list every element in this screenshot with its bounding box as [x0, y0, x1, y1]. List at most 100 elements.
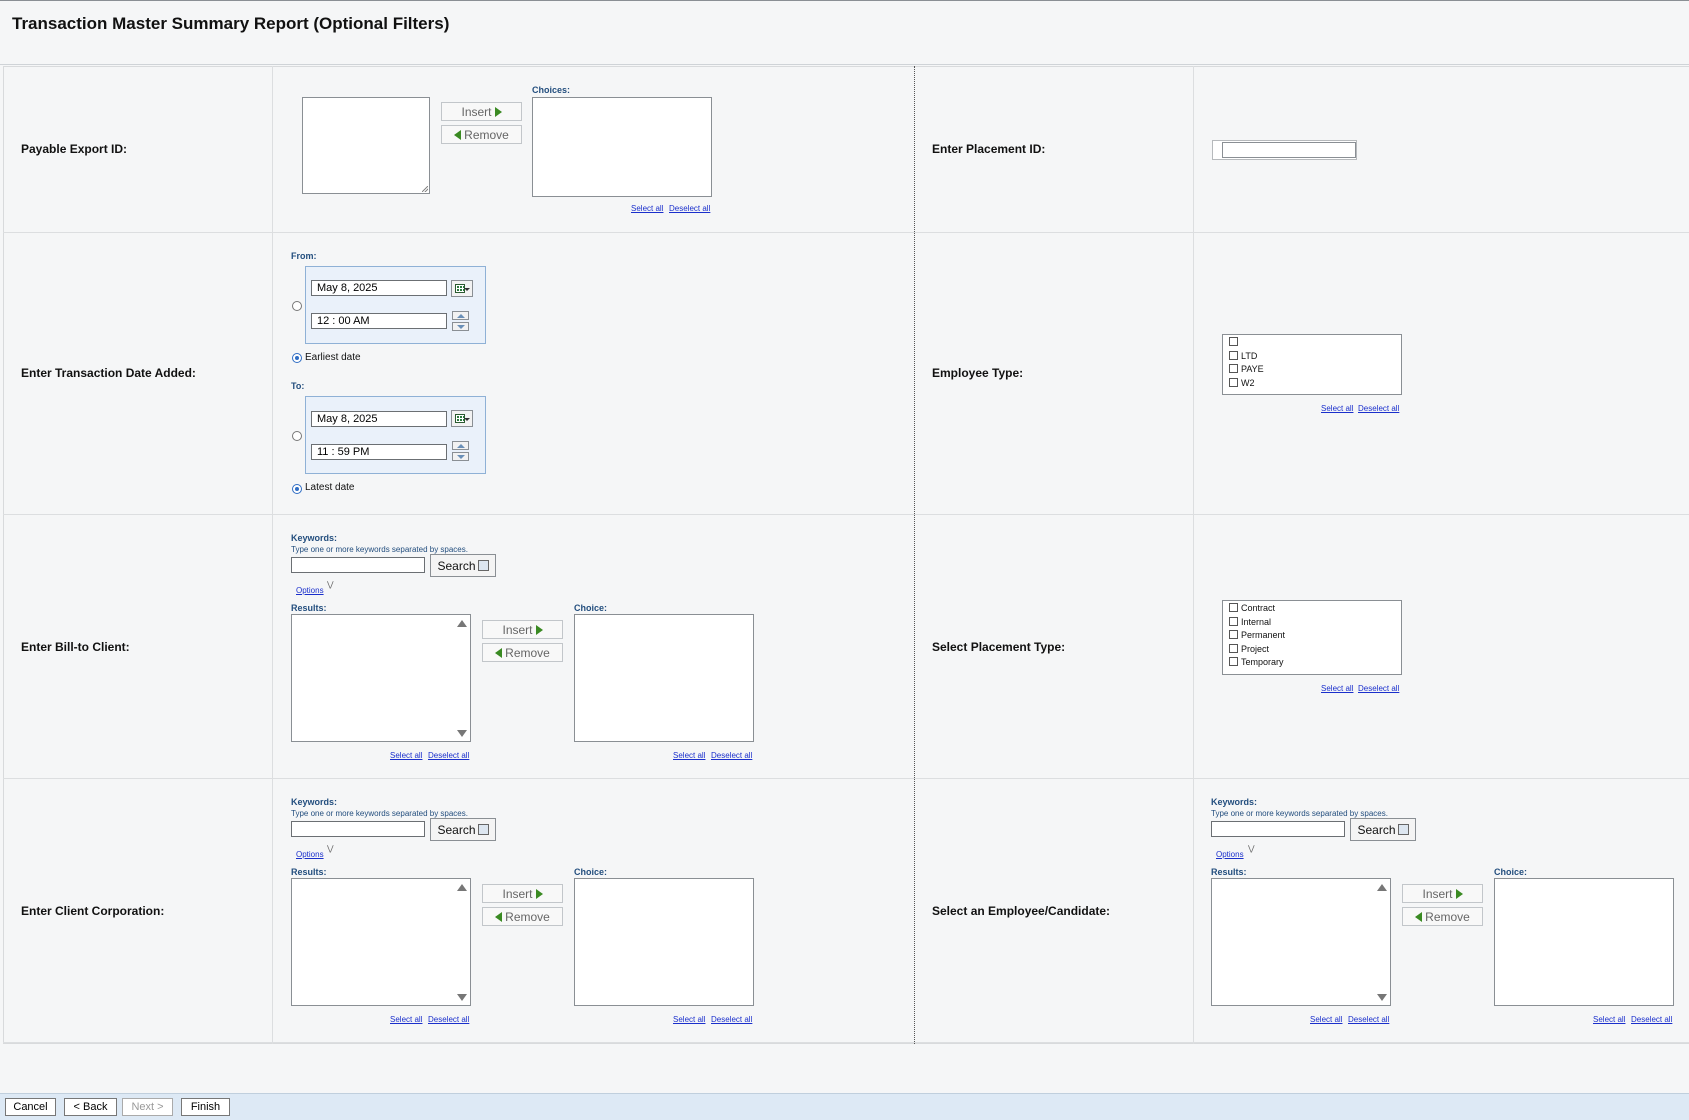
bill-to-options-link[interactable]: Options [296, 586, 324, 595]
placement-id-input[interactable] [1222, 142, 1356, 158]
bill-to-search-button[interactable]: Search [430, 554, 496, 577]
payable-export-select-all-link[interactable]: Select all [631, 204, 664, 213]
to-time-up[interactable] [452, 441, 469, 450]
checkbox[interactable] [1229, 350, 1238, 360]
to-date-radio[interactable] [292, 431, 302, 441]
bill-to-insert-button[interactable]: Insert [482, 620, 563, 639]
cancel-button[interactable]: Cancel [5, 1098, 56, 1116]
header-divider [0, 64, 1689, 65]
arrow-right-icon [535, 888, 543, 899]
payable-export-choices-list[interactable] [532, 97, 712, 197]
employee-type-label: Employee Type: [932, 366, 1024, 380]
chevron-down-icon [464, 288, 470, 291]
placement-type-deselect-all-link[interactable]: Deselect all [1358, 684, 1400, 693]
from-time-input[interactable]: 12 : 00 AM [311, 313, 447, 329]
latest-date-radio[interactable] [292, 484, 302, 494]
employee-options-link[interactable]: Options [1216, 850, 1244, 859]
resize-handle[interactable] [422, 186, 428, 192]
checkbox[interactable] [1229, 337, 1238, 346]
client-corp-results-list[interactable] [291, 878, 471, 1006]
from-time-down[interactable] [452, 322, 469, 331]
employee-choice-select-all-link[interactable]: Select all [1593, 1015, 1626, 1024]
client-corp-options-link[interactable]: Options [296, 850, 324, 859]
scroll-down-icon[interactable] [457, 994, 467, 1001]
employee-type-option[interactable]: W2 [1223, 377, 1401, 391]
to-date-input[interactable]: May 8, 2025 [311, 411, 447, 427]
checkbox[interactable] [1229, 364, 1238, 373]
bill-to-results-select-all-link[interactable]: Select all [390, 751, 423, 760]
employee-type-deselect-all-link[interactable]: Deselect all [1358, 404, 1400, 413]
remove-label: Remove [505, 909, 550, 924]
insert-label: Insert [1422, 886, 1453, 901]
bill-to-results-list[interactable] [291, 614, 471, 742]
option-label: Permanent [1241, 630, 1286, 640]
employee-type-option[interactable]: LTD [1223, 350, 1401, 364]
client-corp-results-deselect-all-link[interactable]: Deselect all [428, 1015, 470, 1024]
scroll-up-icon[interactable] [457, 620, 467, 627]
placement-type-option[interactable]: Temporary [1223, 656, 1401, 670]
double-chevron-down-icon: ⋁ [327, 844, 334, 853]
finish-button[interactable]: Finish [181, 1098, 230, 1116]
arrow-right-icon [494, 106, 502, 117]
scroll-up-icon[interactable] [457, 884, 467, 891]
checkbox[interactable] [1229, 616, 1238, 626]
payable-export-id-textarea[interactable] [302, 97, 430, 194]
client-corp-keywords-input[interactable] [291, 821, 425, 837]
checkbox[interactable] [1229, 603, 1238, 612]
employee-results-list[interactable] [1211, 878, 1391, 1006]
employee-search-button[interactable]: Search [1350, 818, 1416, 841]
back-button[interactable]: < Back [64, 1098, 117, 1116]
next-button[interactable]: Next > [122, 1098, 173, 1116]
payable-export-remove-button[interactable]: Remove [441, 125, 522, 144]
checkbox[interactable] [1229, 643, 1238, 653]
results-label: Results: [1211, 867, 1247, 877]
bill-to-choice-deselect-all-link[interactable]: Deselect all [711, 751, 753, 760]
checkbox[interactable] [1229, 657, 1238, 666]
scroll-down-icon[interactable] [1377, 994, 1387, 1001]
to-time-down[interactable] [452, 452, 469, 461]
from-date-radio[interactable] [292, 301, 302, 311]
client-corp-choice-list[interactable] [574, 878, 754, 1006]
arrow-right-icon [1455, 888, 1463, 899]
placement-type-option[interactable]: Project [1223, 643, 1401, 657]
checkbox[interactable] [1229, 630, 1238, 639]
payable-export-insert-button[interactable]: Insert [441, 102, 522, 121]
from-calendar-button[interactable] [451, 280, 473, 297]
from-date-input[interactable]: May 8, 2025 [311, 280, 447, 296]
earliest-date-radio[interactable] [292, 353, 302, 363]
client-corp-results-select-all-link[interactable]: Select all [390, 1015, 423, 1024]
employee-results-select-all-link[interactable]: Select all [1310, 1015, 1343, 1024]
client-corp-search-button[interactable]: Search [430, 818, 496, 841]
placement-type-option[interactable]: Permanent [1223, 629, 1401, 643]
client-corp-choice-select-all-link[interactable]: Select all [673, 1015, 706, 1024]
client-corp-remove-button[interactable]: Remove [482, 907, 563, 926]
from-time-up[interactable] [452, 311, 469, 320]
scroll-up-icon[interactable] [1377, 884, 1387, 891]
bill-to-remove-button[interactable]: Remove [482, 643, 563, 662]
bill-to-keywords-input[interactable] [291, 557, 425, 573]
bill-to-results-deselect-all-link[interactable]: Deselect all [428, 751, 470, 760]
checkbox[interactable] [1229, 377, 1238, 387]
employee-type-list: LTD PAYE W2 [1222, 334, 1402, 395]
employee-keywords-input[interactable] [1211, 821, 1345, 837]
client-corp-choice-deselect-all-link[interactable]: Deselect all [711, 1015, 753, 1024]
placement-type-select-all-link[interactable]: Select all [1321, 684, 1354, 693]
bill-to-choice-select-all-link[interactable]: Select all [673, 751, 706, 760]
placement-type-option[interactable]: Contract [1223, 602, 1401, 616]
bill-to-choice-list[interactable] [574, 614, 754, 742]
to-calendar-button[interactable] [451, 410, 473, 427]
employee-remove-button[interactable]: Remove [1402, 907, 1483, 926]
to-time-input[interactable]: 11 : 59 PM [311, 444, 447, 460]
employee-results-deselect-all-link[interactable]: Deselect all [1348, 1015, 1390, 1024]
to-datetime-panel [305, 396, 486, 474]
employee-type-option[interactable] [1223, 336, 1401, 350]
employee-insert-button[interactable]: Insert [1402, 884, 1483, 903]
scroll-down-icon[interactable] [457, 730, 467, 737]
employee-choice-list[interactable] [1494, 878, 1674, 1006]
employee-type-select-all-link[interactable]: Select all [1321, 404, 1354, 413]
employee-choice-deselect-all-link[interactable]: Deselect all [1631, 1015, 1673, 1024]
employee-type-option[interactable]: PAYE [1223, 363, 1401, 377]
client-corp-insert-button[interactable]: Insert [482, 884, 563, 903]
payable-export-deselect-all-link[interactable]: Deselect all [669, 204, 711, 213]
placement-type-option[interactable]: Internal [1223, 616, 1401, 630]
